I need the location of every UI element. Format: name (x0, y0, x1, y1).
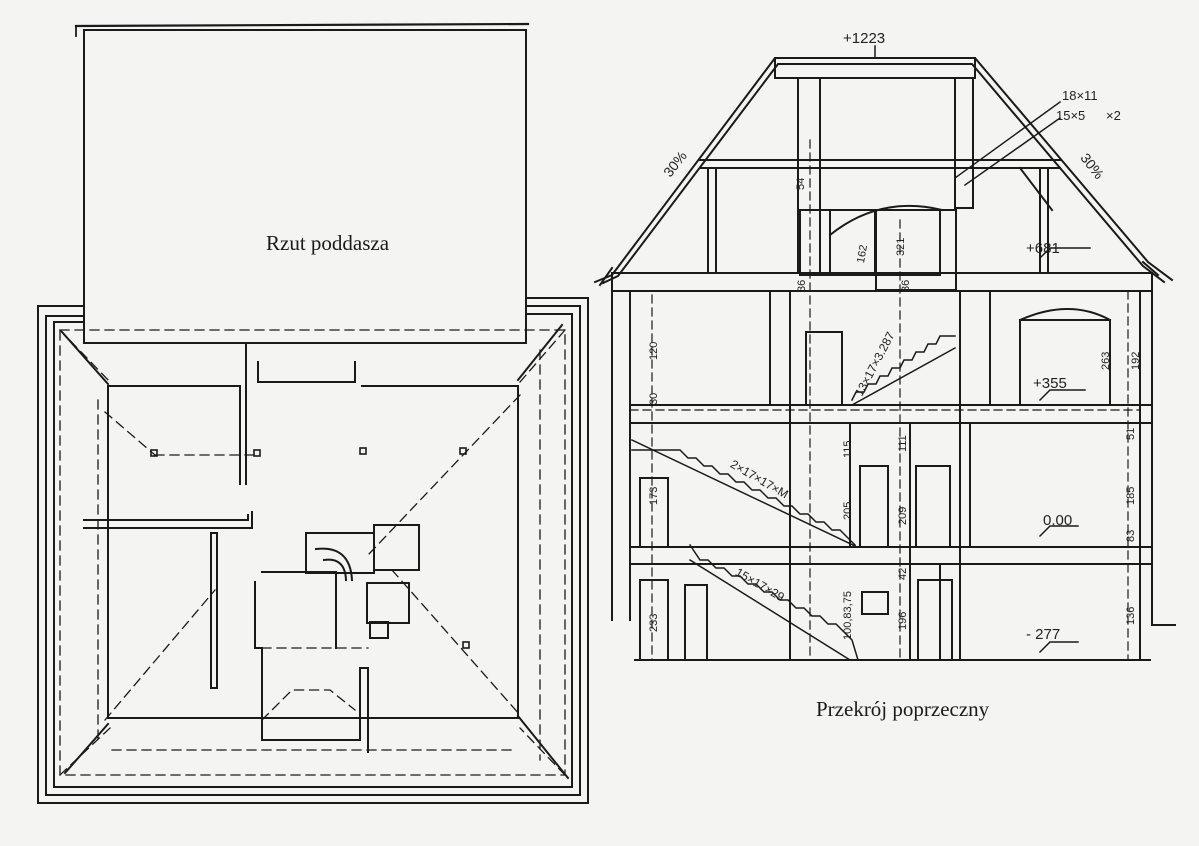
section-title: Przekrój poprzeczny (816, 697, 990, 721)
plan-outer-walls (37, 297, 589, 804)
timber-label-2: 15×5 (1056, 108, 1086, 123)
dim-51: 51 (1125, 427, 1137, 440)
dim-136: 136 (1125, 606, 1137, 625)
timber-label-1: 18×11 (1062, 88, 1098, 103)
section-roof (593, 57, 1174, 287)
dim-173: 173 (648, 486, 660, 505)
dim-209: 209 (897, 506, 909, 525)
plan-roof-dashed (59, 329, 566, 776)
dim-321: 321 (895, 237, 907, 256)
dim-111: 111 (897, 435, 909, 452)
dim-83: 83 (1125, 529, 1137, 542)
dim-42: 42 (897, 567, 909, 580)
dim-54: 54 (795, 177, 807, 190)
plan-top-annex (83, 29, 527, 344)
level-ridge: +1223 (843, 30, 886, 47)
plan-posts (150, 447, 470, 649)
dim-185: 185 (1125, 486, 1137, 505)
dim-196: 196 (897, 611, 909, 630)
dim-192: 192 (1130, 351, 1142, 370)
timber-label-2-count: ×2 (1106, 108, 1121, 123)
level-attic: +681 (1026, 240, 1060, 257)
plan-hip-lines (60, 323, 570, 780)
dim-30: 30 (648, 392, 660, 405)
dim-120: 120 (648, 341, 660, 360)
dim-233: 233 (648, 613, 660, 632)
section-dim-lines (629, 139, 1141, 661)
dim-36b: 36 (796, 279, 808, 292)
level-first-floor: +355 (1033, 375, 1067, 392)
dim-205: 205 (842, 501, 854, 520)
level-markers (874, 45, 1091, 654)
dim-100-83-75: 100,83,75 (842, 591, 854, 640)
attic-plan (37, 22, 589, 804)
plan-inner-walls (83, 344, 519, 753)
dim-263: 263 (1100, 351, 1112, 370)
cross-section (593, 45, 1176, 662)
level-ground-floor: 0.00 (1043, 512, 1073, 529)
plan-title: Rzut poddasza (266, 231, 390, 255)
section-floors (611, 209, 1176, 661)
dim-36a: 36 (900, 279, 912, 292)
level-basement: - 277 (1026, 626, 1061, 643)
dim-115: 115 (842, 440, 854, 458)
